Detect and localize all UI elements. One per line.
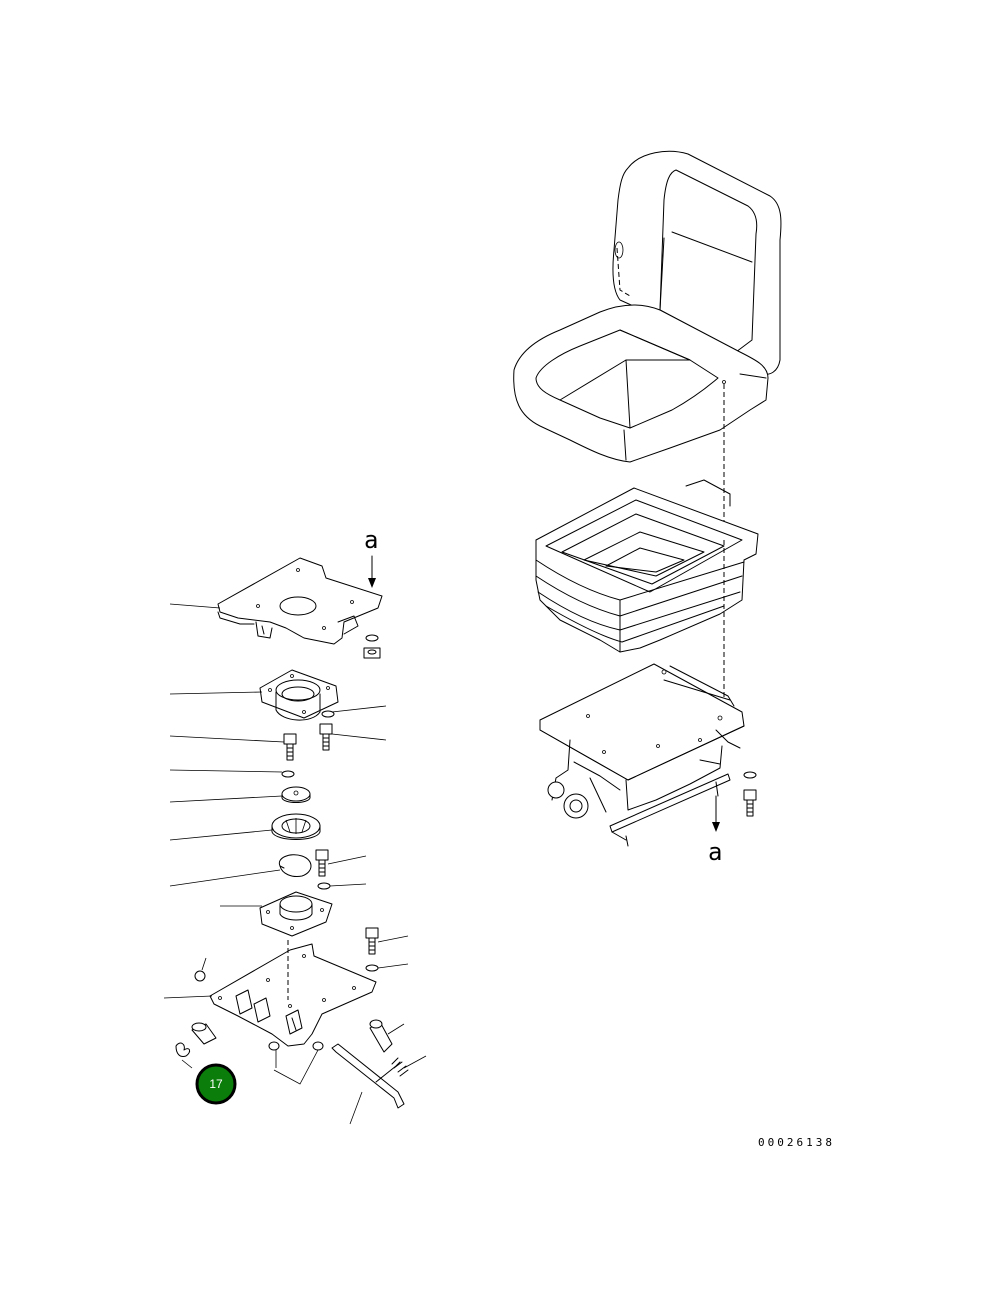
washer-small <box>281 770 295 778</box>
base-plate <box>194 940 377 1047</box>
view-label-lower: a <box>708 838 722 866</box>
lock-pin-spring <box>175 1022 217 1057</box>
view-label-upper: a <box>364 526 378 554</box>
leader-lines <box>163 603 427 1125</box>
bolt-washer-right <box>365 927 379 972</box>
suspension-mechanism <box>539 663 757 847</box>
bushings <box>268 1041 324 1051</box>
seat-cushion-assembly <box>513 150 782 463</box>
bolt-washer-middle <box>315 849 331 890</box>
swivel-lever <box>331 1019 409 1109</box>
view-arrow-upper <box>368 555 376 588</box>
upper-mounting-plate <box>217 557 383 659</box>
callout-badge[interactable]: 17 <box>195 1063 237 1105</box>
thrust-disc <box>281 786 311 803</box>
bearing-ring <box>271 813 321 840</box>
bolt-pair <box>283 723 333 761</box>
callout-badge-number: 17 <box>209 1077 223 1091</box>
drawing-number: 00026138 <box>758 1136 835 1149</box>
bearing-housing <box>259 669 339 721</box>
callout-badge-circle[interactable] <box>195 1063 237 1105</box>
suspension-bellows <box>535 479 759 700</box>
snap-ring <box>278 854 312 877</box>
lower-swivel-plate <box>259 891 333 937</box>
